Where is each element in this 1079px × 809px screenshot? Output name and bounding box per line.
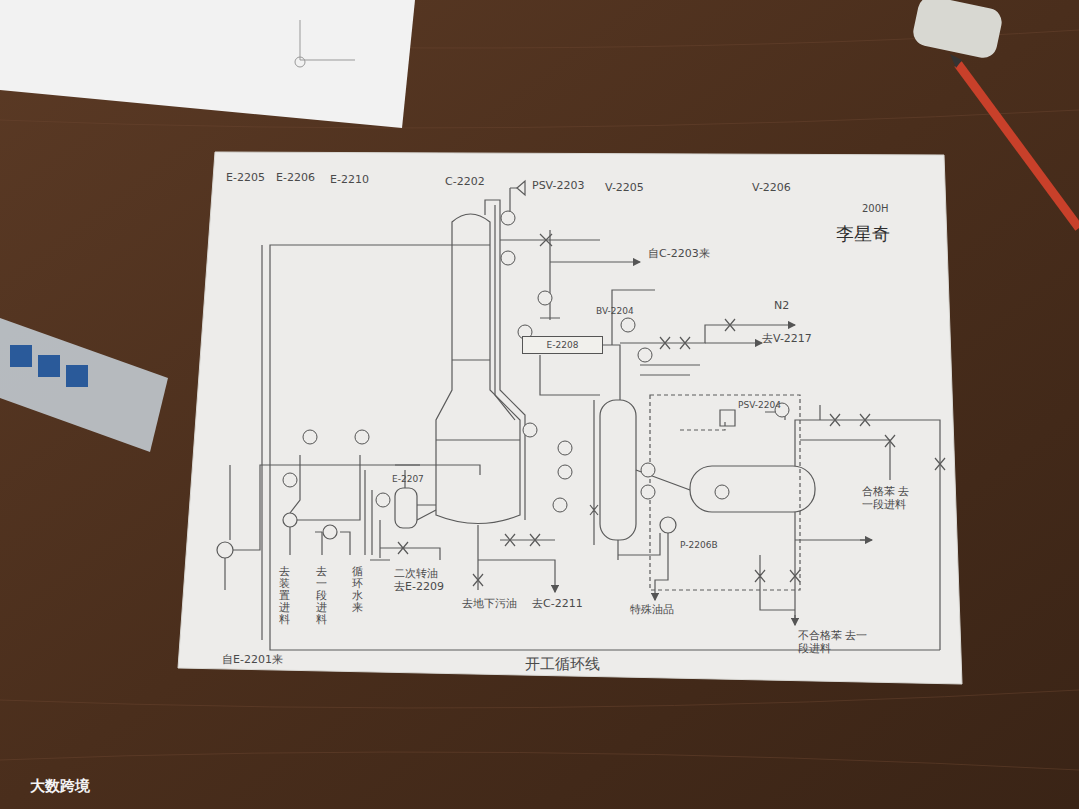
- annotation-label: 自C-2203来: [648, 248, 710, 261]
- annotation-label: 自E-2201来: [222, 654, 283, 667]
- watermark: 大数跨境: [30, 778, 90, 795]
- annotation-label: E-2205: [226, 172, 265, 185]
- annotation-label: V-2206: [752, 182, 791, 195]
- annotation-label: V-2205: [605, 182, 644, 195]
- annotation-label: 李星奇: [836, 224, 890, 245]
- annotation-label: E-2207: [392, 474, 424, 484]
- annotation-label: 合格苯 去一段进料: [862, 486, 920, 511]
- annotation-label: P-2206B: [680, 540, 718, 550]
- annotation-label: E-2206: [276, 172, 315, 185]
- annotation-label: 去C-2211: [532, 598, 583, 611]
- annotation-label: E-2210: [330, 174, 369, 187]
- annotation-label: N2: [774, 300, 789, 313]
- annotation-label: 去一段进料: [316, 566, 327, 626]
- annotation-label: 不合格苯 去一段进料: [798, 630, 868, 655]
- annotation-label: C-2202: [445, 176, 485, 189]
- annotation-label: 去V-2217: [762, 333, 812, 346]
- exchanger-box: E-2208: [522, 336, 603, 354]
- annotation-label: 开工循环线: [525, 656, 600, 673]
- annotation-label: 去装置进料: [279, 566, 290, 626]
- equipment-tag: E-2208: [547, 340, 579, 350]
- annotation-label: 二次转油 去E-2209: [394, 568, 448, 593]
- annotation-label: PSV-2204: [738, 400, 781, 410]
- annotation-label: 200H: [862, 203, 889, 215]
- annotation-label: 去地下污油: [462, 598, 517, 611]
- annotation-label: PSV-2203: [532, 180, 584, 193]
- annotation-label: BV-2204: [596, 306, 634, 316]
- annotation-label: 特殊油品: [630, 604, 674, 617]
- annotation-label: 循环水来: [352, 566, 363, 614]
